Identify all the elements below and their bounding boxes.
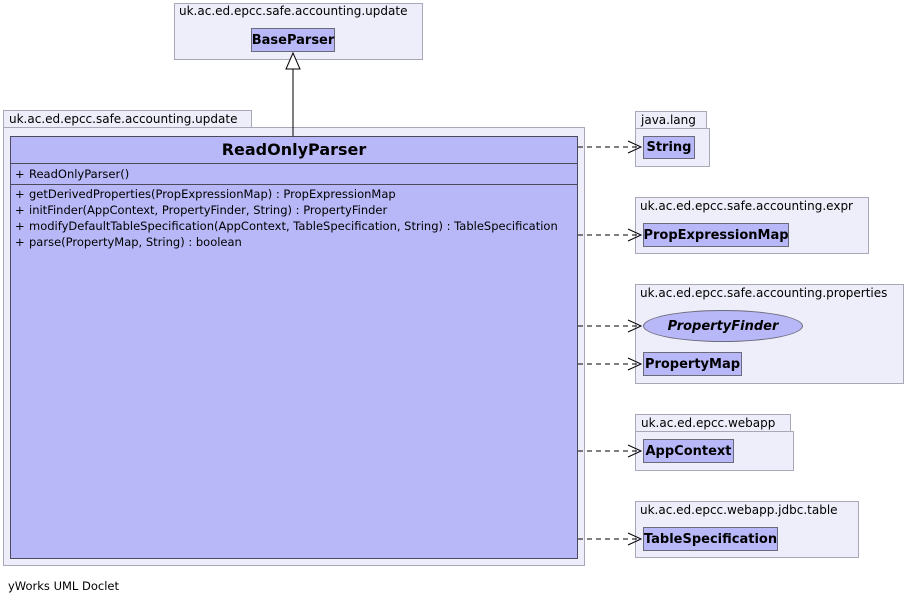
dependency-edge-appcontext (578, 444, 643, 458)
footer-credit: yWorks UML Doclet (8, 579, 119, 593)
generalization-edge (285, 51, 301, 136)
package-expr-label: uk.ac.ed.epcc.safe.accounting.expr (640, 199, 853, 213)
method-section: +getDerivedProperties(PropExpressionMap)… (11, 185, 577, 250)
package-java-lang-tab: java.lang (635, 111, 707, 129)
dependency-edge-tablespecification (578, 532, 643, 546)
dependency-edge-propertyfinder (578, 319, 643, 333)
class-readonlyparser-title: ReadOnlyParser (11, 137, 577, 164)
package-jdbc-table-label: uk.ac.ed.epcc.webapp.jdbc.table (640, 503, 838, 517)
interface-propertyfinder[interactable]: PropertyFinder (643, 310, 803, 342)
method-initfinder: +initFinder(AppContext, PropertyFinder, … (15, 203, 388, 217)
package-properties-label: uk.ac.ed.epcc.safe.accounting.properties (640, 286, 888, 300)
method-parse: +parse(PropertyMap, String) : boolean (15, 235, 242, 249)
package-superclass-label: uk.ac.ed.epcc.safe.accounting.update (179, 4, 408, 18)
class-propexpressionmap[interactable]: PropExpressionMap (643, 223, 789, 247)
dependency-edge-propertymap (578, 357, 643, 371)
constructor-readonlyparser: +ReadOnlyParser() (15, 167, 130, 181)
class-string[interactable]: String (643, 136, 695, 159)
constructor-section: +ReadOnlyParser() (11, 164, 577, 185)
class-propertymap[interactable]: PropertyMap (643, 352, 742, 376)
class-tablespecification[interactable]: TableSpecification (643, 527, 778, 551)
dependency-edge-propexpressionmap (578, 228, 643, 242)
class-baseparser[interactable]: BaseParser (251, 28, 335, 52)
dependency-edge-string (578, 140, 643, 154)
method-modifydefaulttablespecification: +modifyDefaultTableSpecification(AppCont… (15, 219, 558, 233)
class-readonlyparser[interactable]: ReadOnlyParser +ReadOnlyParser() +getDer… (10, 136, 578, 559)
package-main-tab: uk.ac.ed.epcc.safe.accounting.update (3, 110, 252, 128)
class-appcontext[interactable]: AppContext (643, 439, 734, 463)
package-webapp-tab: uk.ac.ed.epcc.webapp (635, 414, 791, 432)
method-getderivedproperties: +getDerivedProperties(PropExpressionMap)… (15, 187, 396, 201)
